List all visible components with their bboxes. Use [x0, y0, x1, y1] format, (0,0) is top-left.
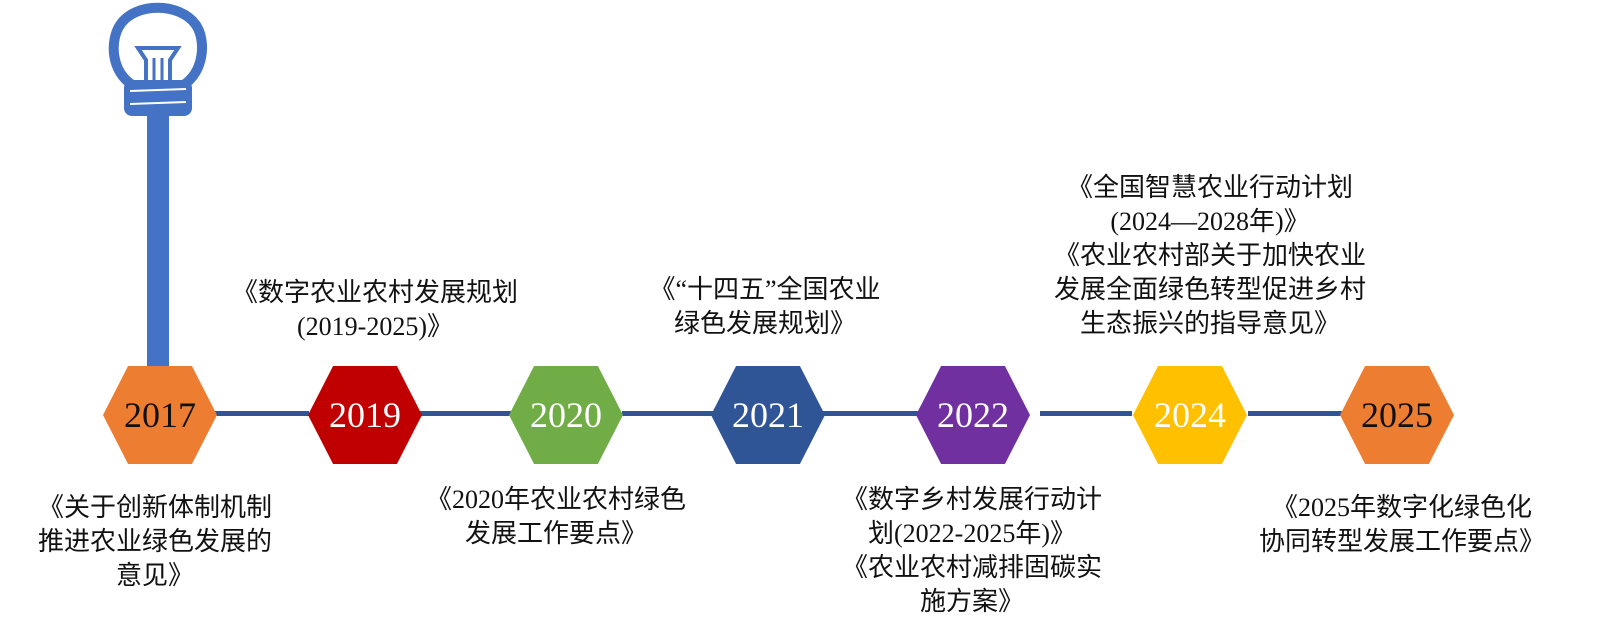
timeline-connector	[420, 411, 512, 416]
text-line: 《关于创新体制机制	[37, 493, 273, 522]
text-line: 发展工作要点》	[464, 519, 648, 548]
text-line: 《2020年农业农村绿色	[425, 485, 687, 514]
text-line: 意见》	[115, 561, 195, 590]
timeline-connector	[823, 411, 918, 416]
policy-text-2025: 《2025年数字化绿色化 协同转型发展工作要点》	[1259, 491, 1545, 559]
text-line: 施方案》	[919, 587, 1025, 616]
text-line: 《农业农村减排固碳实	[841, 553, 1103, 582]
text-line: 《农业农村部关于加快农业	[1053, 241, 1367, 270]
year-node-2022: 2022	[916, 366, 1030, 464]
year-node-2017: 2017	[103, 366, 217, 464]
year-node-2024: 2024	[1133, 366, 1247, 464]
text-line: 《“十四五”全国农业	[649, 275, 881, 304]
text-line: 《2025年数字化绿色化	[1271, 493, 1533, 522]
text-line: (2024—2028年)》	[1110, 207, 1310, 236]
text-line: 划(2022-2025年)》	[868, 519, 1076, 548]
text-line: 《数字农业农村发展规划	[231, 278, 519, 307]
text-line: 生态振兴的指导意见》	[1079, 309, 1341, 338]
policy-text-2017: 《关于创新体制机制 推进农业绿色发展的 意见》	[38, 491, 272, 593]
year-node-2019: 2019	[308, 366, 422, 464]
year-node-2021: 2021	[711, 366, 825, 464]
text-line: 《全国智慧农业行动计划	[1066, 173, 1354, 202]
year-node-2025: 2025	[1340, 366, 1454, 464]
policy-text-2024: 《全国智慧农业行动计划 (2024—2028年)》 《农业农村部关于加快农业 发…	[1054, 171, 1366, 341]
policy-text-2022: 《数字乡村发展行动计 划(2022-2025年)》 《农业农村减排固碳实 施方案…	[842, 483, 1102, 619]
policy-text-2019: 《数字农业农村发展规划 (2019-2025)》	[232, 276, 518, 344]
year-node-2020: 2020	[509, 366, 623, 464]
timeline-connector	[622, 411, 714, 416]
text-line: 推进农业绿色发展的	[37, 527, 273, 556]
policy-text-2020: 《2020年农业农村绿色 发展工作要点》	[426, 483, 686, 551]
text-line: (2019-2025)》	[297, 312, 453, 341]
text-line: 发展全面绿色转型促进乡村	[1053, 275, 1367, 304]
text-line: 协同转型发展工作要点》	[1258, 527, 1546, 556]
text-line: 绿色发展规划》	[673, 309, 856, 338]
policy-text-2021: 《“十四五”全国农业 绿色发展规划》	[649, 273, 880, 341]
timeline-connector	[1248, 411, 1343, 416]
timeline-connector	[1040, 411, 1132, 416]
timeline-connector	[215, 411, 309, 416]
text-line: 《数字乡村发展行动计	[841, 485, 1103, 514]
